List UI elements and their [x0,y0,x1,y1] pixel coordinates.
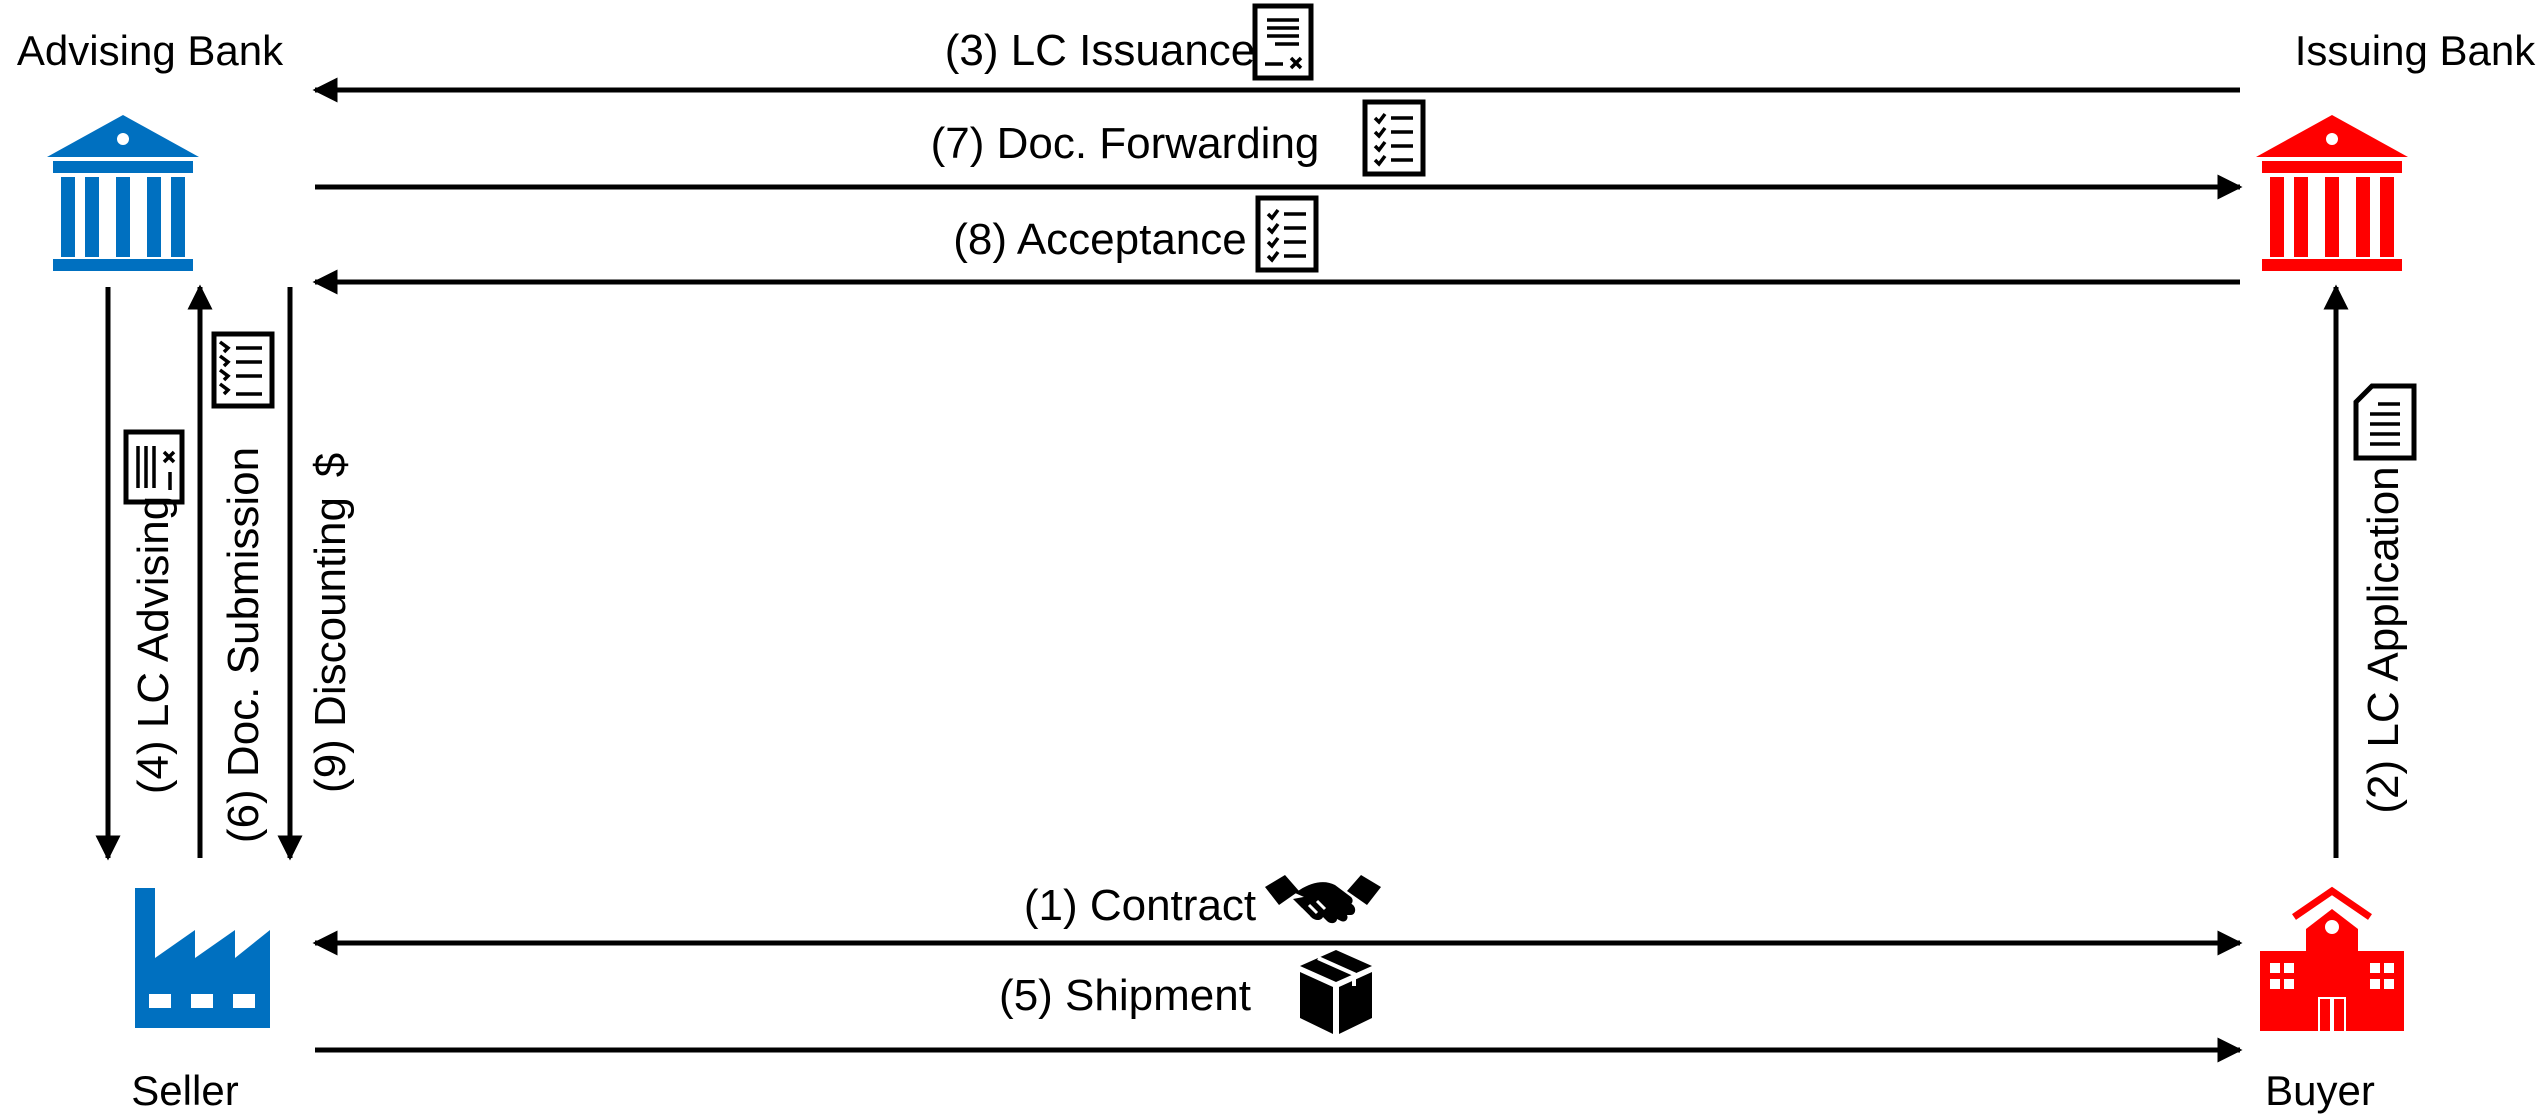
bank-icon [2256,115,2408,271]
issuing-bank-label: Issuing Bank [2295,27,2536,74]
advising-bank-label: Advising Bank [17,27,284,74]
dollar-icon: $ [306,453,355,477]
lc-issuance-label: (3) LC Issuance [945,26,1256,75]
school-building-icon [2260,886,2404,1031]
package-icon [1300,950,1372,1034]
document-icon [2353,383,2417,461]
checklist-icon [1362,99,1426,177]
handshake-icon [1265,875,1381,924]
checklist-icon [1255,195,1319,273]
doc-forwarding-label: (7) Doc. Forwarding [931,119,1320,168]
checklist-icon [211,331,275,409]
discounting-label: (9) Discounting [306,497,355,793]
bank-icon [47,115,199,271]
contract-icon [123,429,185,505]
shipment-label: (5) Shipment [999,971,1251,1020]
doc-submission-label: (6) Doc. Submission [219,447,268,843]
lc-application-label: (2) LC Application [2359,466,2408,813]
seller-label: Seller [131,1067,238,1114]
contract-label: (1) Contract [1024,881,1256,930]
buyer-label: Buyer [2265,1067,2375,1114]
contract-icon [1252,3,1314,81]
factory-icon [135,888,270,1028]
acceptance-label: (8) Acceptance [953,215,1247,264]
lc-advising-label: (4) LC Advising [129,496,178,794]
